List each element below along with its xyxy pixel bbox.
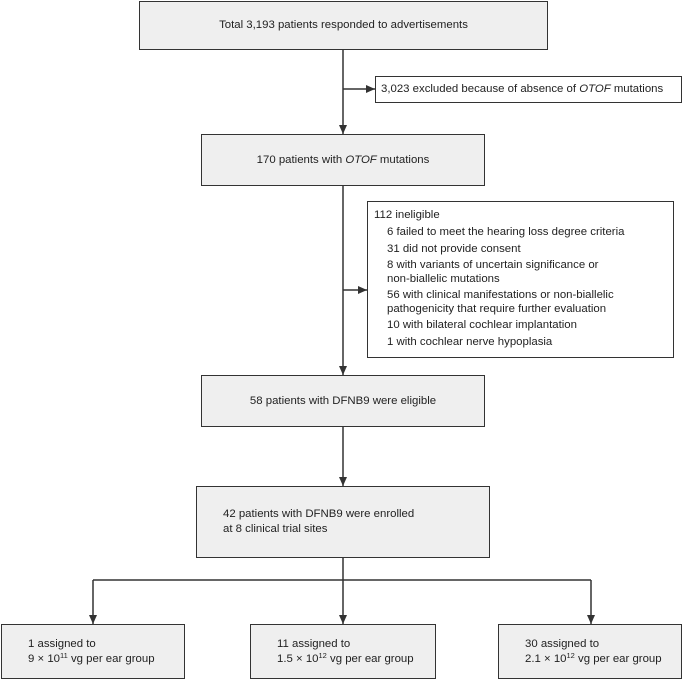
enrolled-line-1: 42 patients with DFNB9 were enrolled <box>223 508 415 520</box>
ineligible-item: 6 failed to meet the hearing loss degree… <box>387 226 625 238</box>
group-box-1: 1 assigned to 9 × 1011 vg per ear group <box>1 624 185 679</box>
responded-text: Total 3,193 patients responded to advert… <box>219 19 468 31</box>
group-dose: 1.5 × 1012 vg per ear group <box>277 650 414 665</box>
group-box-2: 11 assigned to 1.5 × 1012 vg per ear gro… <box>250 624 436 679</box>
ineligible-title: 112 ineligible <box>374 209 440 221</box>
enrolled-line-2: at 8 clinical trial sites <box>223 523 328 535</box>
ineligible-item: 8 with variants of uncertain significanc… <box>387 259 599 285</box>
enrolled-box: 42 patients with DFNB9 were enrolled at … <box>196 486 490 558</box>
group-dose: 2.1 × 1012 vg per ear group <box>525 650 662 665</box>
group-assigned: 30 assigned to <box>525 637 600 650</box>
mutations-box: 170 patients with OTOF mutations <box>201 134 485 186</box>
eligible-box: 58 patients with DFNB9 were eligible <box>201 375 485 427</box>
group-dose: 9 × 1011 vg per ear group <box>28 650 155 665</box>
group-box-3: 30 assigned to 2.1 × 1012 vg per ear gro… <box>498 624 682 679</box>
ineligible-item: 31 did not provide consent <box>387 242 521 255</box>
excluded-text: 3,023 excluded because of absence of OTO… <box>381 83 664 95</box>
eligible-text: 58 patients with DFNB9 were eligible <box>249 394 437 407</box>
group-assigned: 11 assigned to <box>277 637 351 650</box>
ineligible-box: 112 ineligible 6 failed to meet the hear… <box>367 201 674 358</box>
group-assigned: 1 assigned to <box>28 637 96 650</box>
responded-box: Total 3,193 patients responded to advert… <box>139 1 548 50</box>
ineligible-item: 10 with bilateral cochlear implantation <box>387 319 577 331</box>
ineligible-item: 1 with cochlear nerve hypoplasia <box>387 335 553 348</box>
excluded-box: 3,023 excluded because of absence of OTO… <box>375 76 682 103</box>
ineligible-item: 56 with clinical manifestations or non-b… <box>387 289 614 315</box>
mutations-text: 170 patients with OTOF mutations <box>256 153 430 166</box>
